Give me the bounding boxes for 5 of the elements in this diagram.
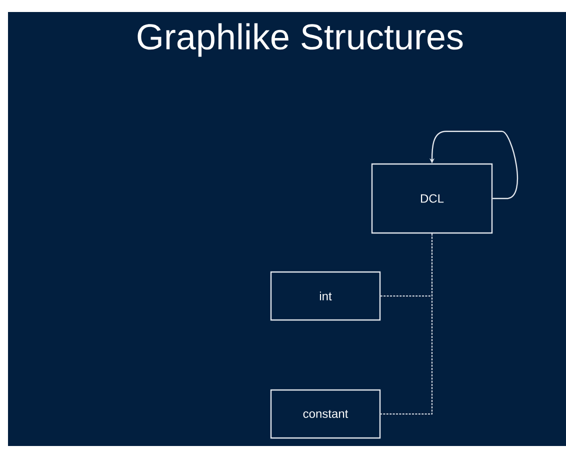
connector-line — [380, 233, 432, 414]
node-box: DCL — [371, 163, 493, 234]
type-box: constant — [270, 389, 381, 439]
type-box: int — [270, 271, 381, 321]
slide-title: Graphlike Structures — [138, 23, 463, 57]
